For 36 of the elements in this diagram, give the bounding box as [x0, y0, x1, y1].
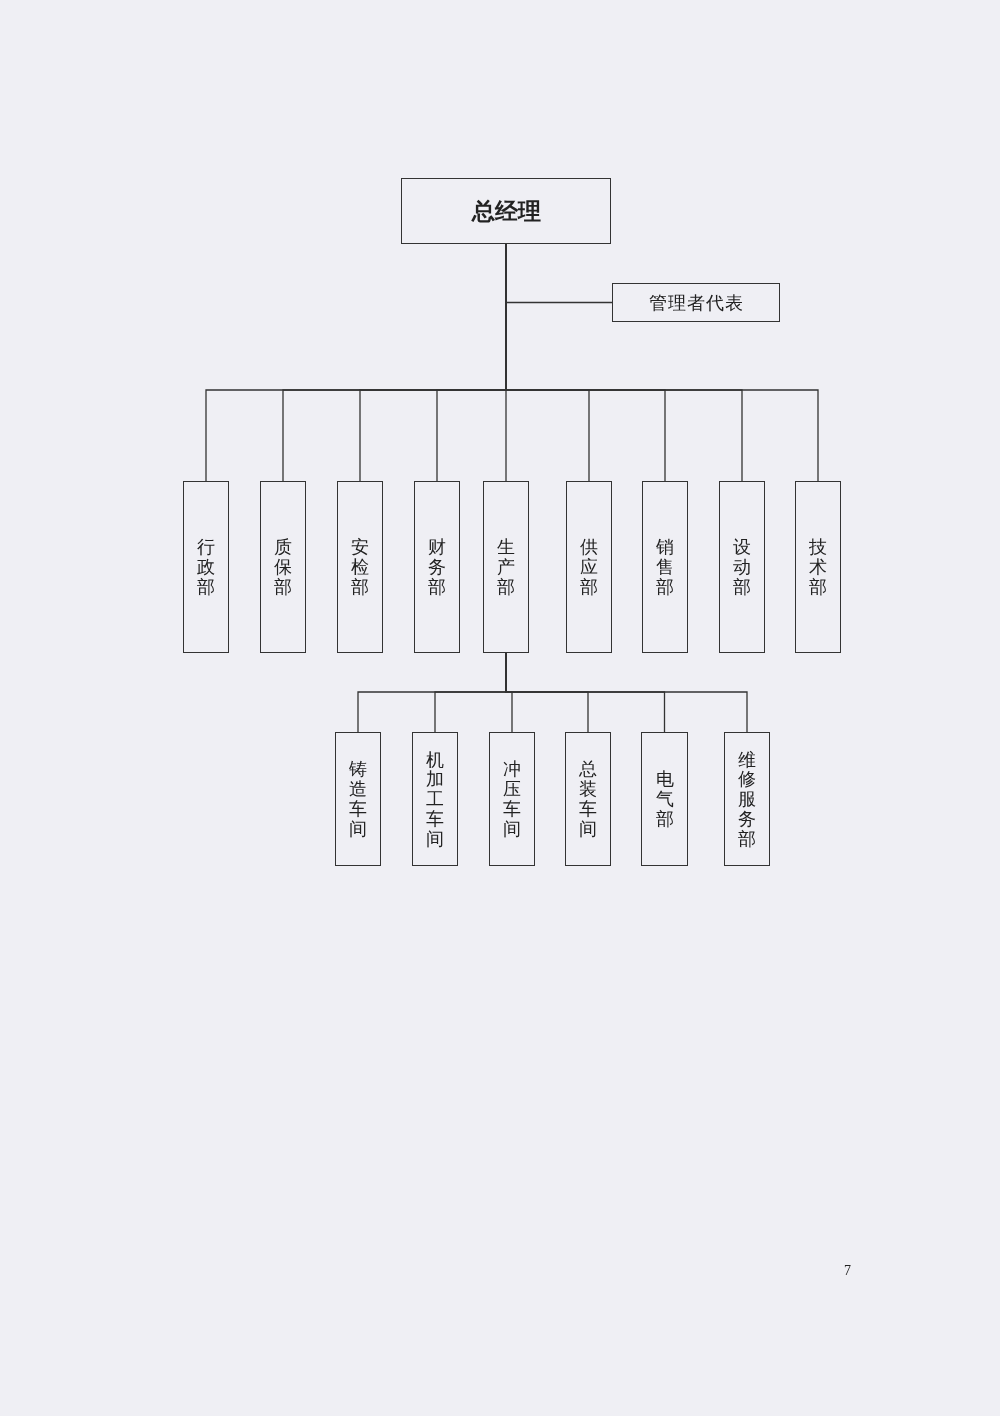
workshop-box: [489, 732, 535, 866]
box-label: 销售部: [656, 537, 674, 597]
box-label: 铸造车间: [349, 759, 367, 839]
page-number: 7: [844, 1262, 851, 1280]
box-label: 供应部: [580, 537, 598, 597]
workshop-box: [335, 732, 381, 866]
box-label: 冲压车间: [503, 759, 521, 839]
workshop-box: [724, 732, 770, 866]
box-label: 总经理: [471, 199, 541, 223]
box-label: 设动部: [733, 537, 751, 597]
box-label: 财务部: [428, 537, 446, 597]
box-label: 机加工车间: [426, 749, 444, 849]
department-box: [795, 481, 841, 653]
box-label: 生产部: [497, 537, 515, 597]
department-box: [483, 481, 529, 653]
department-box: [183, 481, 229, 653]
box-label: 管理者代表: [648, 293, 744, 312]
box-label: 安检部: [351, 537, 369, 597]
department-box: [642, 481, 688, 653]
box-label: 技术部: [809, 537, 827, 597]
role-box: [612, 283, 780, 322]
box-label: 行政部: [197, 537, 215, 597]
workshop-box: [565, 732, 611, 866]
manager-box: [401, 178, 611, 244]
box-label: 总装车间: [579, 759, 597, 839]
department-box: [260, 481, 306, 653]
box-label: 维修服务部: [738, 749, 756, 849]
connector-line: [505, 652, 748, 733]
box-label: 质保部: [274, 537, 292, 597]
box-label: 电气部: [655, 769, 674, 829]
workshop-box: [412, 732, 458, 866]
department-box: [719, 481, 765, 653]
department-box: [337, 481, 383, 653]
department-box: [414, 481, 460, 653]
workshop-box: [641, 732, 688, 866]
department-box: [566, 481, 612, 653]
